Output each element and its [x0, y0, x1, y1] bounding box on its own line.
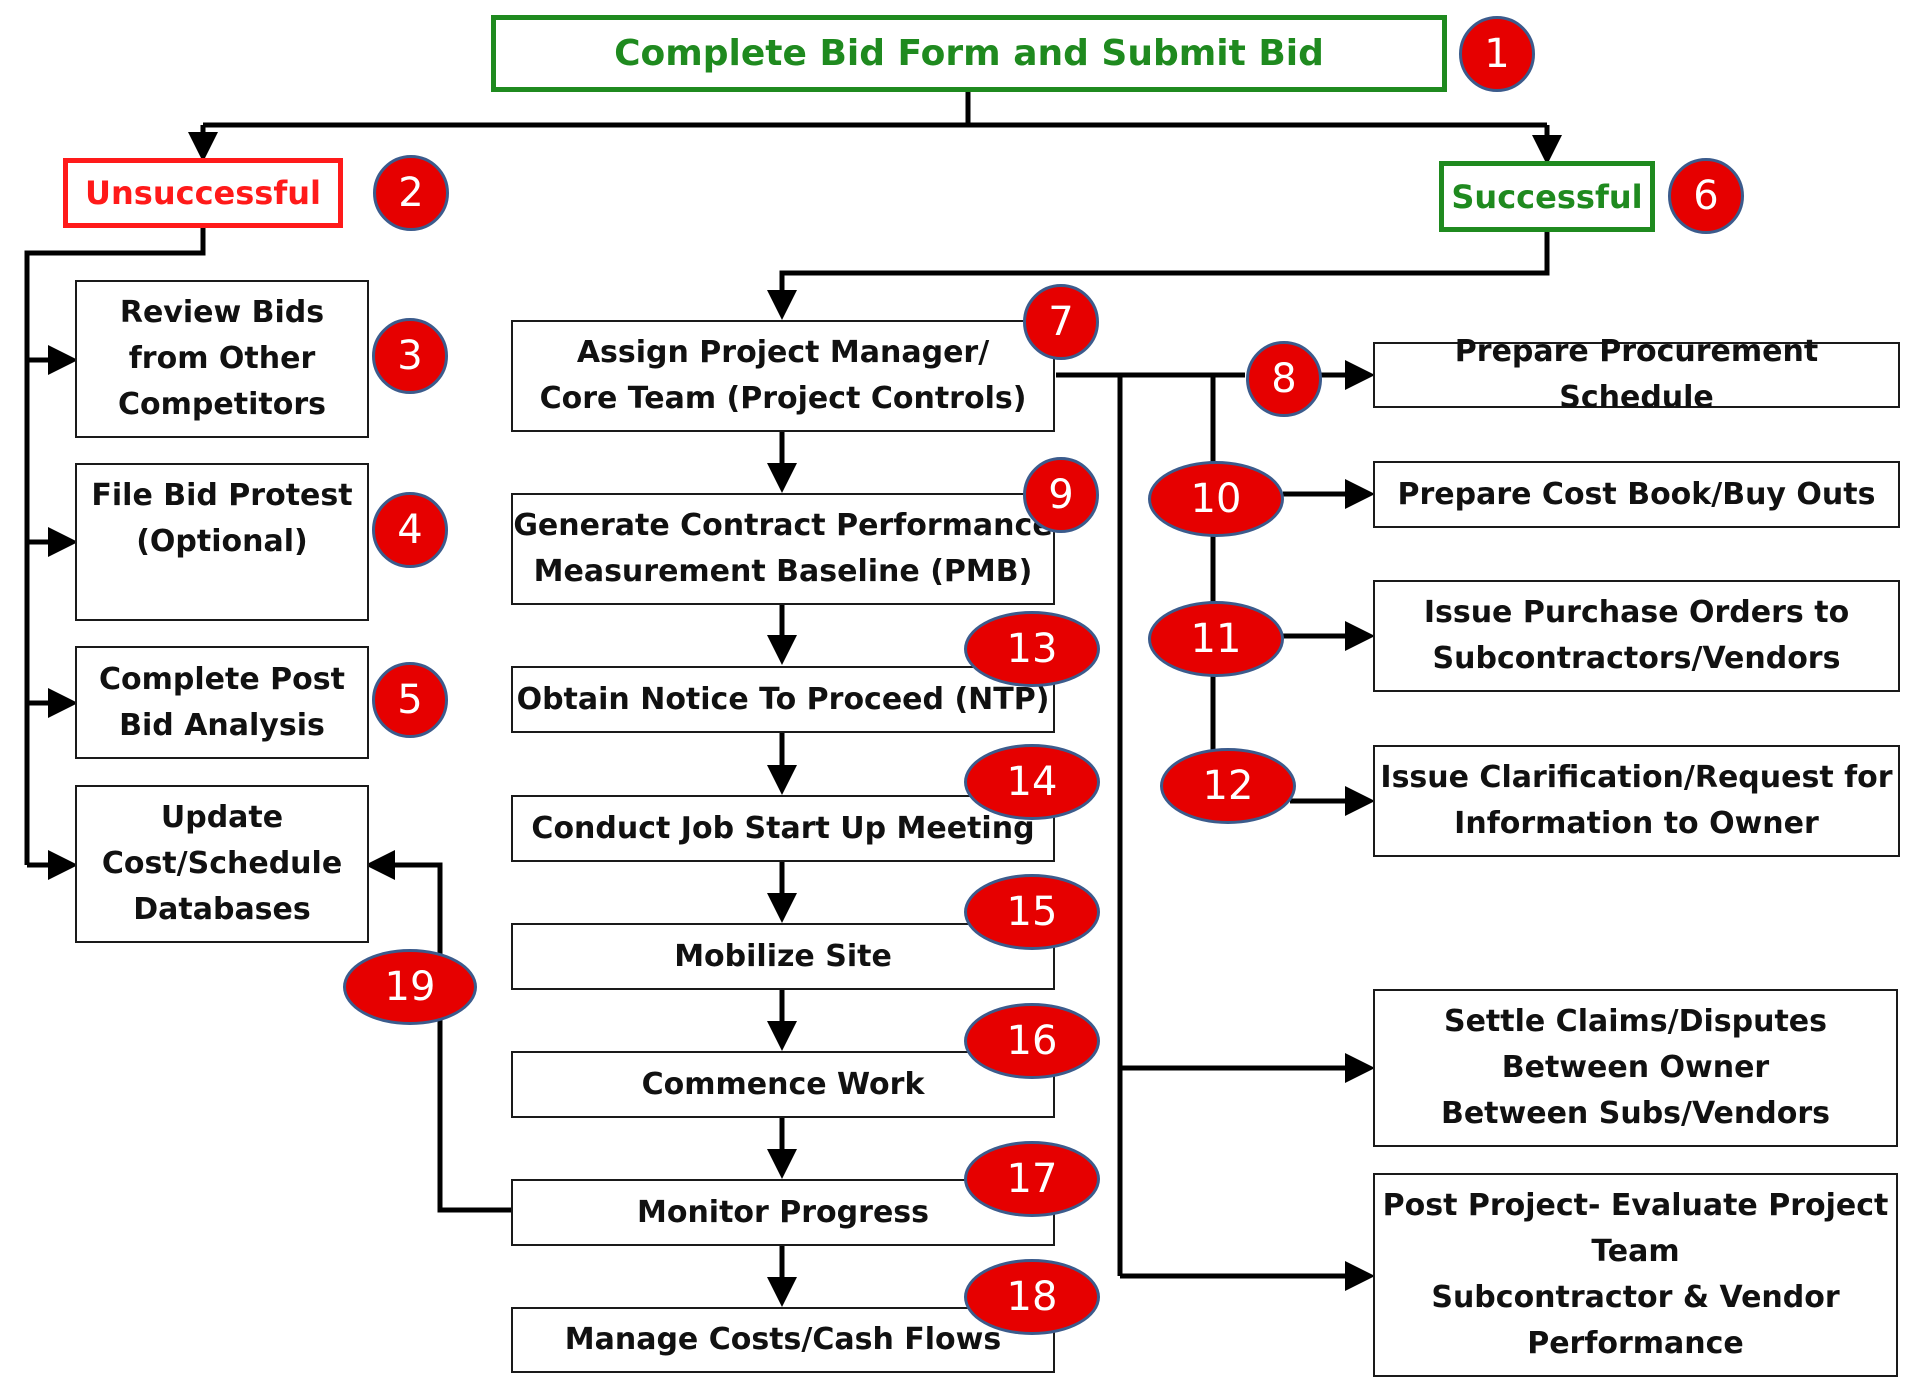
node-monitor-progress: Monitor Progress: [511, 1179, 1055, 1246]
node-commence-work: Commence Work: [511, 1051, 1055, 1118]
badge-9: 9: [1023, 457, 1099, 533]
badge-19: 19: [343, 949, 477, 1025]
badge-16: 16: [964, 1003, 1100, 1079]
node-procurement-schedule: Prepare Procurement Schedule: [1373, 334, 1900, 415]
node-purchase-orders: Issue Purchase Orders to Subcontractors/…: [1373, 580, 1900, 692]
node-job-startup: Conduct Job Start Up Meeting: [511, 795, 1055, 862]
node-obtain-ntp: Obtain Notice To Proceed (NTP): [511, 666, 1055, 733]
node-unsuccessful: Unsuccessful: [63, 158, 343, 228]
badge-8: 8: [1246, 341, 1322, 417]
node-mobilize-site: Mobilize Site: [511, 923, 1055, 990]
badge-4: 4: [372, 492, 448, 568]
node-file-protest: File Bid Protest (Optional): [75, 463, 369, 621]
badge-13: 13: [964, 611, 1100, 687]
badge-14: 14: [964, 744, 1100, 820]
badge-15: 15: [964, 874, 1100, 950]
connector-left-trunk: [24, 228, 206, 865]
node-post-project: Post Project- Evaluate Project Team Subc…: [1373, 1173, 1898, 1377]
badge-18: 18: [964, 1259, 1100, 1335]
node-clarification: Issue Clarification/Request for Informat…: [1373, 745, 1900, 857]
node-post-bid-analysis: Complete Post Bid Analysis: [75, 646, 369, 759]
arrow-to-assign-pm: [767, 232, 1550, 320]
node-assign-pm: Assign Project Manager/ Core Team (Proje…: [511, 320, 1055, 432]
node-cost-book: Prepare Cost Book/Buy Outs: [1373, 461, 1900, 528]
badge-3: 3: [372, 318, 448, 394]
node-complete-bid: Complete Bid Form and Submit Bid: [491, 15, 1447, 92]
node-settle-claims: Settle Claims/Disputes Between Owner Bet…: [1373, 989, 1898, 1147]
badge-5: 5: [372, 662, 448, 738]
arrow-monitor-to-update-db: [365, 850, 511, 1213]
badge-2: 2: [373, 155, 449, 231]
badge-10: 10: [1148, 461, 1284, 537]
node-manage-costs: Manage Costs/Cash Flows: [511, 1307, 1055, 1373]
badge-7: 7: [1023, 284, 1099, 360]
badge-1: 1: [1459, 16, 1535, 92]
node-review-bids: Review Bids from Other Competitors: [75, 280, 369, 438]
badge-6: 6: [1668, 158, 1744, 234]
node-successful: Successful: [1439, 161, 1655, 232]
node-generate-pmb: Generate Contract Performance Measuremen…: [511, 493, 1055, 605]
badge-11: 11: [1148, 601, 1284, 677]
badge-12: 12: [1160, 748, 1296, 824]
node-update-databases: Update Cost/Schedule Databases: [75, 785, 369, 943]
badge-17: 17: [964, 1141, 1100, 1217]
